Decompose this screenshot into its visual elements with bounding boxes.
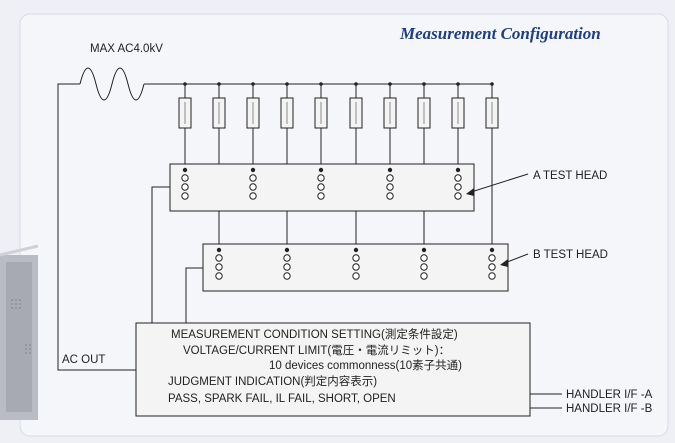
controller-line-2: VOLTAGE/CURRENT LIMIT(電圧・電流リミット)： bbox=[183, 343, 450, 357]
a-head-pin-9-1 bbox=[454, 174, 462, 182]
b-head-pin-8-1 bbox=[420, 254, 428, 262]
a-head-junction-5 bbox=[318, 167, 324, 173]
a-head-pin-5-1 bbox=[317, 174, 325, 182]
b-head-pins bbox=[215, 247, 496, 280]
b-head-pin-4-3 bbox=[283, 272, 291, 280]
b-head-pin-2-3 bbox=[215, 272, 223, 280]
a-head-junction-1 bbox=[182, 167, 188, 173]
a-head-pins bbox=[181, 167, 462, 200]
source-voltage-label: MAX AC4.0kV bbox=[90, 43, 163, 55]
controller-line-5: PASS, SPARK FAIL, IL FAIL, SHORT, OPEN bbox=[168, 393, 396, 405]
a-head-pointer bbox=[467, 173, 529, 194]
b-head-junction-10 bbox=[489, 247, 495, 253]
b-head-pin-6-3 bbox=[352, 272, 360, 280]
a-head-pin-5-2 bbox=[317, 183, 325, 191]
b-head-pin-6-1 bbox=[352, 254, 360, 262]
b-head-junction-6 bbox=[353, 247, 359, 253]
b-head-pin-6-2 bbox=[352, 263, 360, 271]
b-head-pin-2-2 bbox=[215, 263, 223, 271]
b-head-pin-10-1 bbox=[488, 254, 496, 262]
device-photo bbox=[0, 244, 39, 420]
b-head-cable bbox=[185, 267, 203, 323]
handler-b-label: HANDLER I/F -B bbox=[566, 403, 653, 415]
a-head-pin-1-3 bbox=[181, 192, 189, 200]
b-head-pin-8-3 bbox=[420, 272, 428, 280]
a-head-junction-7 bbox=[387, 167, 393, 173]
a-head-pin-3-1 bbox=[249, 174, 257, 182]
ac-out-label: AC OUT bbox=[62, 354, 105, 366]
ac-out-wire bbox=[57, 83, 155, 371]
a-head-pin-1-1 bbox=[181, 174, 189, 182]
controller-line-3: 10 devices commonness(10素子共通) bbox=[269, 359, 462, 372]
b-head-label: B TEST HEAD bbox=[533, 249, 608, 261]
a-head-pin-3-2 bbox=[249, 183, 257, 191]
a-head-cable bbox=[151, 186, 170, 323]
b-head-pin-2-1 bbox=[215, 254, 223, 262]
a-head-pin-7-1 bbox=[386, 174, 394, 182]
a-head-pin-7-2 bbox=[386, 183, 394, 191]
b-head-pin-4-2 bbox=[283, 263, 291, 271]
a-head-pin-7-3 bbox=[386, 192, 394, 200]
diagram-title: Measurement Configuration bbox=[399, 24, 601, 43]
handler-a-label: HANDLER I/F -A bbox=[566, 389, 653, 401]
b-head-pin-10-2 bbox=[488, 263, 496, 271]
b-head-junction-2 bbox=[216, 247, 222, 253]
a-head-junction-3 bbox=[250, 167, 256, 173]
b-head-arrow bbox=[500, 259, 508, 267]
a-head-pin-5-3 bbox=[317, 192, 325, 200]
b-head-junction-8 bbox=[421, 247, 427, 253]
b-head-junction-4 bbox=[284, 247, 290, 253]
b-head-pin-8-2 bbox=[420, 263, 428, 271]
a-head-pin-9-2 bbox=[454, 183, 462, 191]
controller-line-4: JUDGMENT INDICATION(判定内容表示) bbox=[168, 374, 377, 388]
a-head-junction-9 bbox=[455, 167, 461, 173]
device-group bbox=[178, 82, 499, 250]
controller-box bbox=[135, 322, 531, 417]
controller-line-1: MEASUREMENT CONDITION SETTING(測定条件設定) bbox=[171, 327, 458, 341]
a-head-label: A TEST HEAD bbox=[533, 170, 607, 182]
a-head-pin-1-2 bbox=[181, 183, 189, 191]
a-head-pin-9-3 bbox=[454, 192, 462, 200]
b-head-pin-10-3 bbox=[488, 272, 496, 280]
b-head-pin-4-1 bbox=[283, 254, 291, 262]
a-head-arrow bbox=[466, 188, 474, 196]
a-head-pin-3-3 bbox=[249, 192, 257, 200]
ac-source-symbol bbox=[79, 67, 145, 101]
